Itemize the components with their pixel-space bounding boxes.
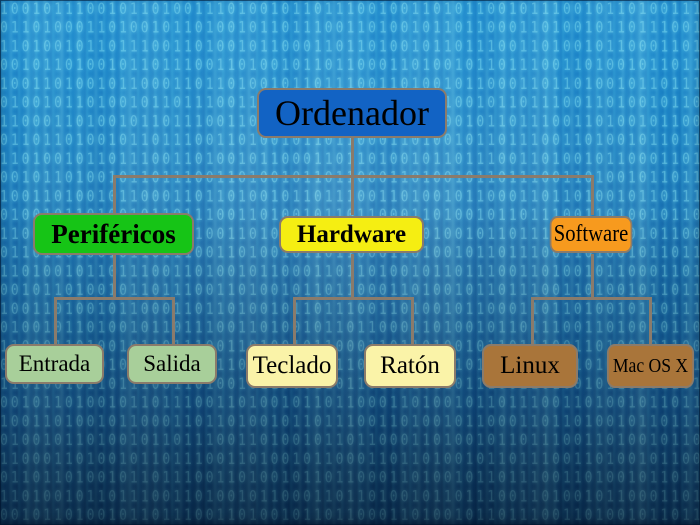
node-software[interactable]: Software [549, 216, 633, 253]
connector-drop-hardware [351, 175, 354, 215]
node-hardware[interactable]: Hardware [279, 216, 424, 253]
connector-drop-software [591, 175, 594, 215]
connector-drop-teclado [293, 297, 296, 345]
node-entrada[interactable]: Entrada [5, 344, 104, 384]
node-mac-os-x[interactable]: Mac OS X [606, 344, 695, 388]
connector-stem-hardware [351, 254, 354, 299]
node-ordenador[interactable]: Ordenador [257, 88, 447, 138]
node-linux[interactable]: Linux [482, 344, 578, 388]
connector-root-stem [351, 136, 354, 177]
connector-drop-raton [411, 297, 414, 345]
connector-drop-salida [172, 297, 175, 345]
connector-stem-perifericos [113, 254, 116, 299]
node-perifericos[interactable]: Periféricos [33, 213, 194, 255]
node-raton[interactable]: Ratón [364, 344, 456, 388]
connector-drop-macosx [649, 297, 652, 345]
node-salida[interactable]: Salida [127, 344, 217, 384]
connector-drop-entrada [54, 297, 57, 345]
connector-stem-software [591, 254, 594, 299]
connector-drop-linux [531, 297, 534, 345]
connector-bar-software [531, 297, 652, 300]
connector-bar-perifericos [54, 297, 175, 300]
connector-bar-hardware [293, 297, 414, 300]
connector-drop-perifericos [113, 175, 116, 215]
node-teclado[interactable]: Teclado [246, 344, 338, 388]
